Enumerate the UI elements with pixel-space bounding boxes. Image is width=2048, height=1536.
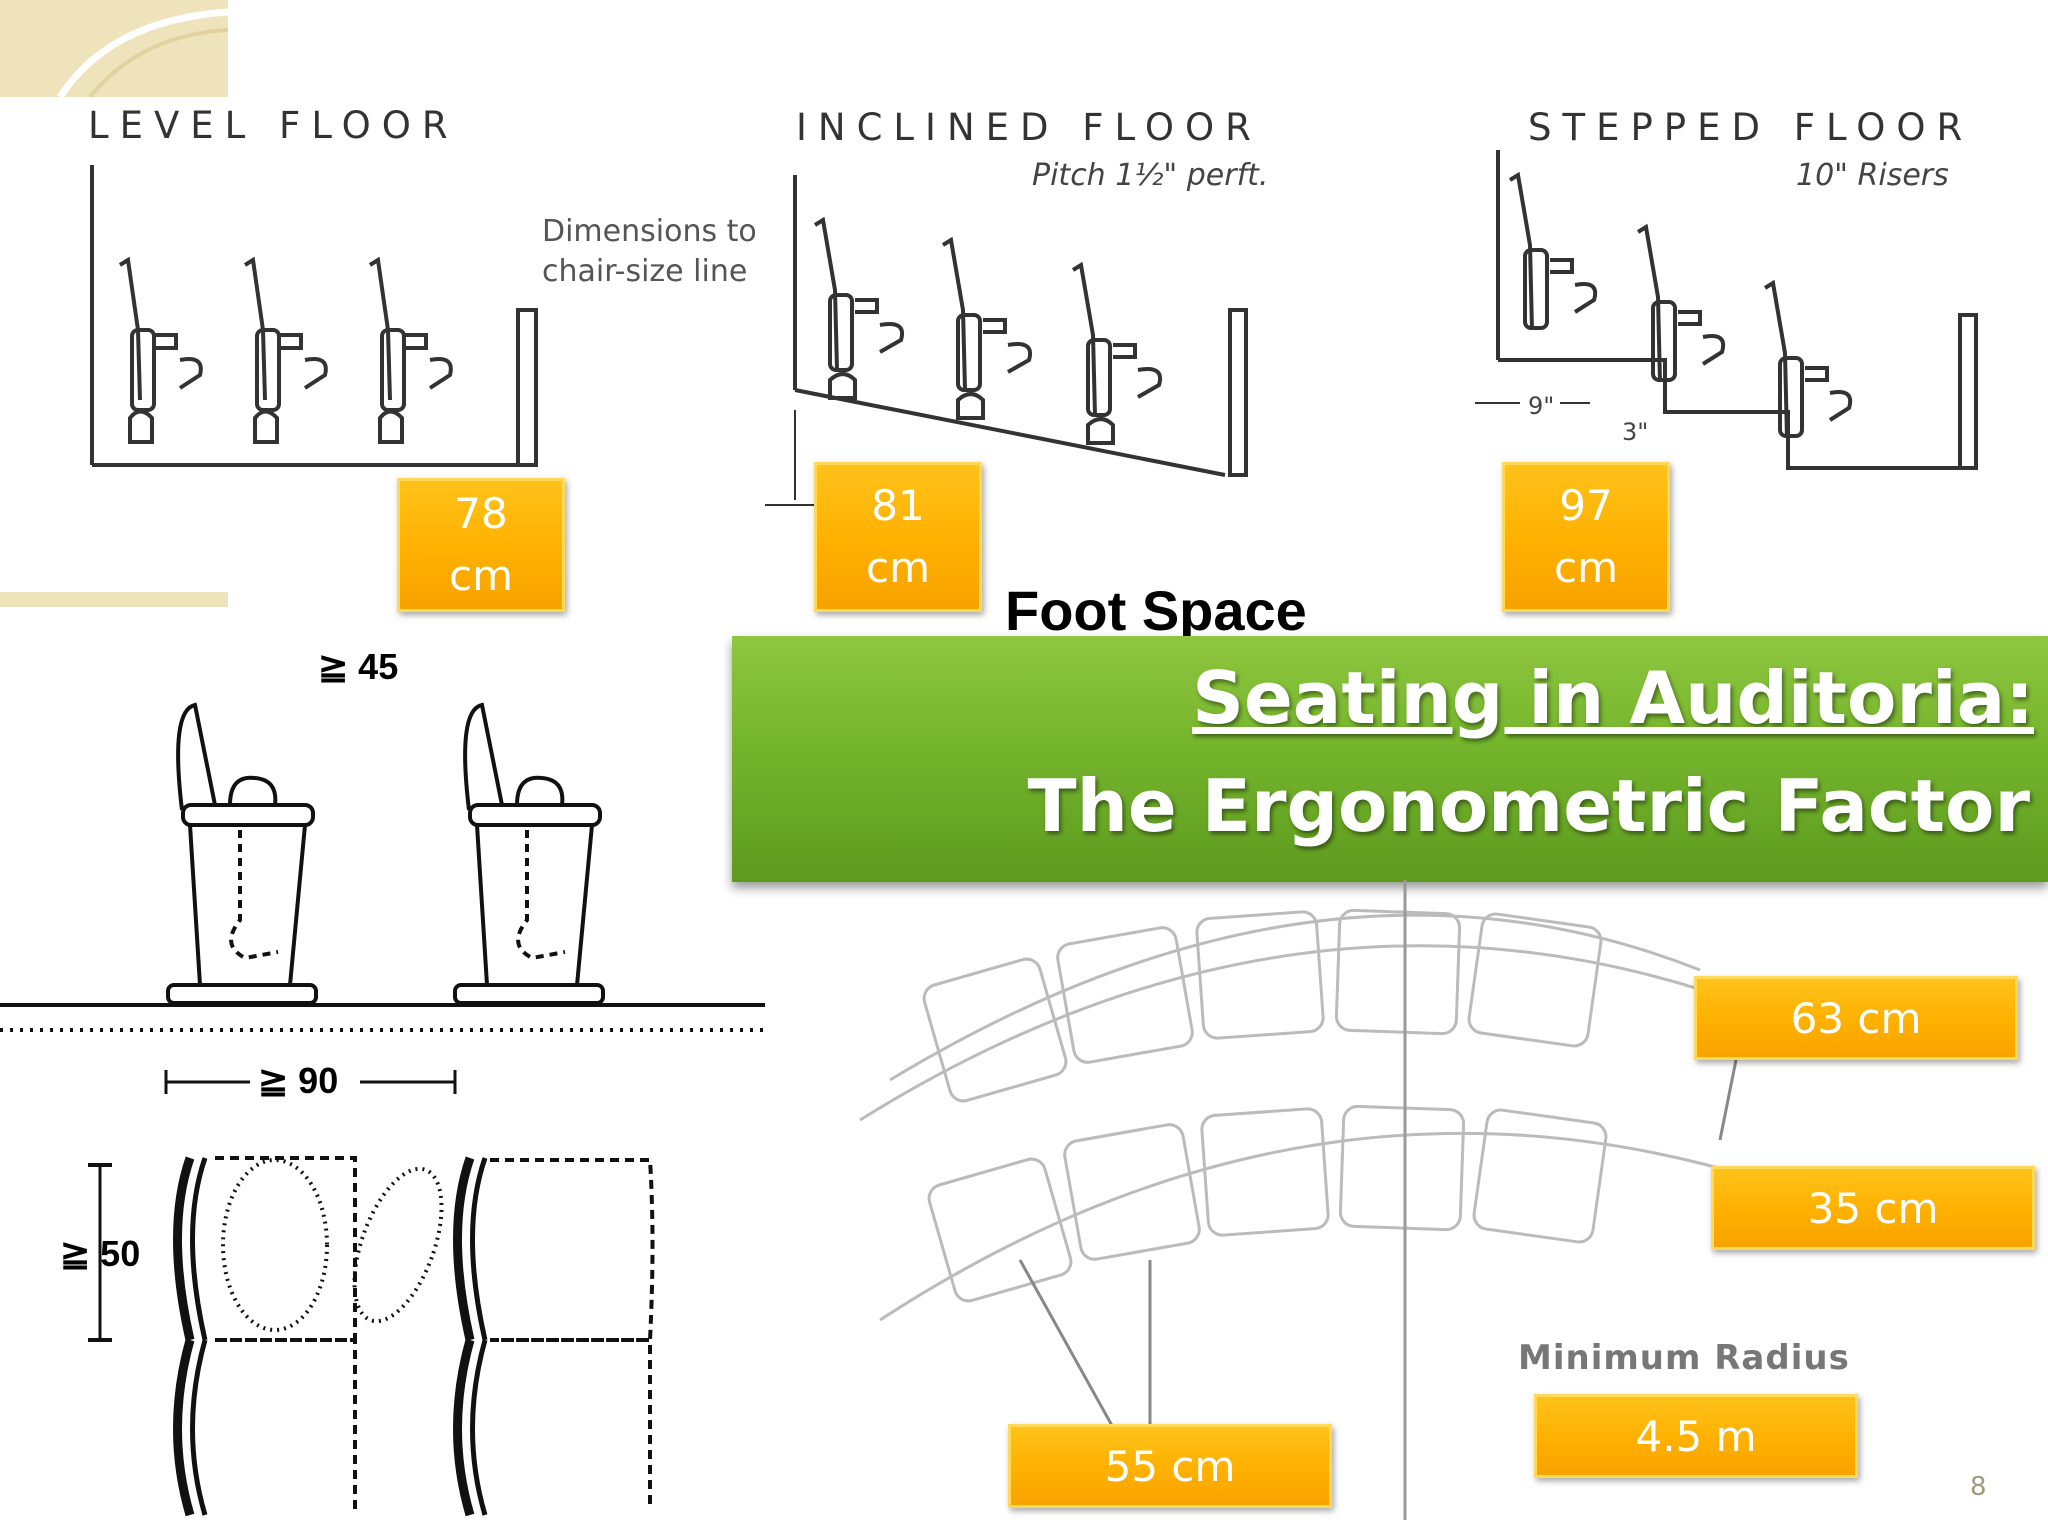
inclined-floor-diagram	[765, 175, 1248, 506]
slide-title-line-2: The Ergonometric Factor	[1027, 764, 2030, 848]
stepped-floor-subtitle: 10" Risers	[1796, 158, 1949, 193]
title-banner: Seating in Auditoria: The Ergonometric F…	[732, 636, 2048, 882]
stepped-badge-unit: cm	[1553, 543, 1618, 592]
stepped-seat-2	[1636, 223, 1726, 383]
inclined-badge-value: 81	[871, 481, 925, 530]
stepped-floor-badge: 97 cm	[1502, 462, 1670, 612]
level-badge-unit: cm	[448, 551, 513, 600]
seat-width-badge: 55 cm	[1008, 1424, 1332, 1508]
slide-title-line-1: Seating in Auditoria:	[1192, 656, 2034, 740]
inclined-seat-3	[1071, 261, 1162, 445]
dimensions-note: Dimensions to chair-size line	[542, 212, 757, 292]
note-line-1: Dimensions to	[542, 214, 757, 249]
inclined-badge-unit: cm	[865, 543, 930, 592]
curved-row-1	[922, 908, 1603, 1103]
foot-space-label: Foot Space	[1005, 579, 1307, 642]
level-floor-badge: 78 cm	[397, 478, 565, 612]
corner-arc-graphic	[57, 8, 228, 97]
plan-view-diagram	[88, 1156, 655, 1517]
stepped-seat-1	[1508, 171, 1598, 331]
minimum-radius-label: Minimum Radius	[1518, 1338, 1850, 1378]
stepped-dim-3in: 3"	[1622, 418, 1648, 446]
row-spacing-arrow	[164, 1070, 457, 1094]
note-line-2: chair-size line	[542, 254, 748, 289]
inclined-floor-subtitle: Pitch 1½" perft.	[1032, 158, 1269, 193]
level-floor-diagram	[90, 165, 538, 467]
inclined-floor-badge: 81 cm	[814, 462, 982, 612]
curved-seating-plan	[859, 880, 1761, 1520]
row-depth-badge: 63 cm	[1694, 976, 2018, 1060]
stepped-floor-diagram: 9" 3"	[1475, 150, 1978, 470]
inclined-floor-title: INCLINED FLOOR	[796, 106, 1262, 149]
side-elevation-diagram	[0, 702, 765, 1032]
row-spacing-dim: ≧ 90	[258, 1060, 339, 1101]
inclined-seat-2	[941, 236, 1032, 420]
curved-row-2	[927, 1104, 1608, 1303]
level-floor-title: LEVEL FLOOR	[88, 104, 459, 147]
corner-decoration	[0, 0, 228, 97]
stepped-seat-3	[1763, 279, 1853, 439]
radius-badge: 4.5 m	[1534, 1394, 1858, 1478]
elevation-chair-2	[453, 702, 605, 1005]
stepped-badge-value: 97	[1559, 481, 1613, 530]
level-seat-1	[118, 256, 203, 444]
page-number: 8	[1970, 1472, 1987, 1502]
level-seat-2	[243, 256, 328, 444]
row-gap-badge: 35 cm	[1711, 1166, 2035, 1250]
seat-spacing-dim: ≧ 45	[318, 646, 399, 687]
corner-strip-decoration	[0, 592, 228, 607]
level-badge-value: 78	[454, 489, 508, 538]
level-seat-3	[368, 256, 453, 444]
stepped-floor-title: STEPPED FLOOR	[1528, 106, 1974, 149]
inclined-seat-1	[813, 216, 904, 400]
stepped-dim-9in: 9"	[1528, 392, 1554, 420]
elevation-chair-1	[166, 702, 318, 1005]
